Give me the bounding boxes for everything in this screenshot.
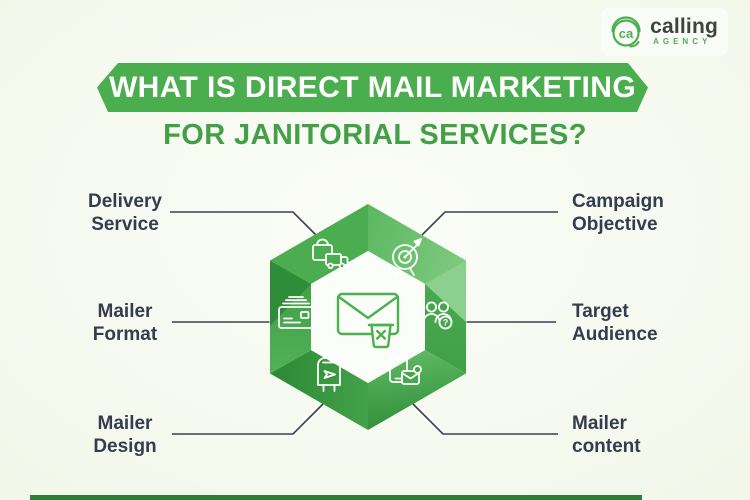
- label-line: Service: [91, 214, 159, 235]
- label-line: Objective: [572, 214, 658, 235]
- label-line: Mailer: [97, 413, 153, 434]
- parcel-truck-icon: [312, 238, 349, 269]
- mailbox-icon: [317, 357, 341, 392]
- label-mailer-content: Mailer content: [572, 412, 712, 458]
- question-mark-glyph: ?: [443, 318, 449, 328]
- label-line: Mailer: [97, 301, 153, 322]
- audience-question-icon: ?: [422, 301, 453, 330]
- hex-face-bottom-right: [368, 350, 466, 430]
- label-line: Campaign: [572, 191, 664, 212]
- hex-face-bottom-left: [270, 350, 368, 430]
- target-arrow-icon: [392, 238, 422, 276]
- label-line: Target: [572, 301, 629, 322]
- phone-mail-icon: [389, 355, 422, 385]
- label-line: content: [572, 436, 641, 457]
- title-banner-ribbon: [97, 63, 648, 112]
- page-title-line2: FOR JANITORIAL SERVICES?: [163, 119, 587, 151]
- label-mailer-format: Mailer Format: [70, 300, 180, 346]
- hex-corner-shade-top-left: [270, 260, 311, 326]
- label-line: Design: [93, 436, 157, 457]
- label-line: Format: [92, 324, 158, 345]
- label-line: Mailer: [572, 413, 627, 434]
- footer-accent-bar: [30, 495, 642, 500]
- logo-wordmark: calling AGENCY: [650, 16, 718, 46]
- connector-mailer-design: [172, 403, 324, 435]
- label-line: Delivery: [88, 191, 162, 212]
- brand-logo: ca calling AGENCY: [601, 8, 728, 56]
- label-mailer-design: Mailer Design: [70, 412, 180, 458]
- logo-monogram-icon: ca: [611, 16, 641, 48]
- mail-discard-icon: [336, 292, 400, 349]
- page-title-line1: WHAT IS DIRECT MAIL MARKETING: [108, 71, 637, 104]
- logo-brand-name: calling: [650, 15, 718, 38]
- logo-monogram-text: ca: [619, 26, 634, 41]
- connector-campaign-objective: [421, 211, 558, 236]
- connector-mailer-content: [412, 403, 558, 435]
- connector-delivery-service: [170, 211, 317, 236]
- logo-subtitle: AGENCY: [653, 37, 712, 46]
- hex-corner-shine-top-right: [425, 260, 466, 322]
- mail-stack-icon: [278, 296, 314, 329]
- label-line: Audience: [572, 324, 658, 345]
- label-target-audience: Target Audience: [572, 300, 712, 346]
- label-campaign-objective: Campaign Objective: [572, 190, 712, 236]
- label-delivery-service: Delivery Service: [70, 190, 180, 236]
